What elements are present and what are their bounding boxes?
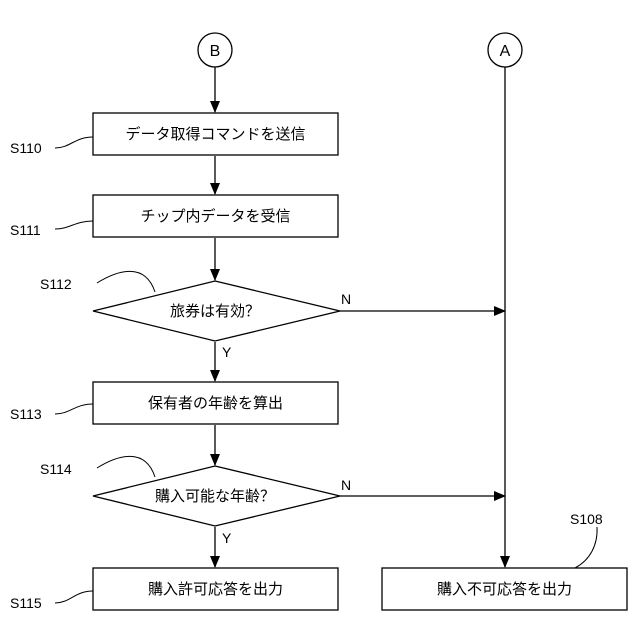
- connector-a-label: A: [500, 43, 511, 60]
- step-s114-text: 購入可能な年齢？: [155, 487, 275, 505]
- step-s112: 旅券は有効？ S112 N Y: [40, 271, 351, 360]
- step-s114-no-label: N: [341, 477, 351, 493]
- step-s110-label: S110: [10, 140, 42, 156]
- step-s115-leader: [55, 591, 93, 603]
- step-s110-text: データ取得コマンドを送信: [125, 125, 305, 143]
- step-s115-label: S115: [10, 595, 42, 611]
- step-s113-leader: [55, 404, 93, 414]
- step-s108-leader: [575, 527, 597, 568]
- step-s114-yes-label: Y: [222, 530, 232, 546]
- step-s114-leader: [97, 456, 155, 477]
- step-s112-leader: [97, 271, 155, 292]
- connector-b: B: [198, 33, 232, 67]
- step-s113-text: 保有者の年齢を算出: [148, 394, 283, 412]
- step-s112-label: S112: [40, 276, 72, 292]
- step-s115-text: 購入許可応答を出力: [148, 580, 283, 598]
- step-s110: データ取得コマンドを送信 S110: [10, 113, 338, 156]
- step-s113-label: S113: [10, 406, 42, 422]
- step-s110-leader: [55, 137, 93, 148]
- step-s111-label: S111: [10, 222, 41, 238]
- step-s114: 購入可能な年齢？ S114 N Y: [40, 456, 351, 546]
- step-s115: 購入許可応答を出力 S115: [10, 568, 338, 611]
- step-s111: チップ内データを受信 S111: [10, 195, 338, 238]
- connector-b-label: B: [210, 43, 221, 60]
- step-s112-no-label: N: [341, 291, 351, 307]
- step-s113: 保有者の年齢を算出 S113: [10, 382, 338, 424]
- step-s112-yes-label: Y: [222, 344, 232, 360]
- step-s114-label: S114: [40, 461, 72, 477]
- connector-a: A: [488, 33, 522, 67]
- step-s111-leader: [55, 221, 93, 229]
- step-s108-text: 購入不可応答を出力: [437, 580, 572, 598]
- step-s111-text: チップ内データを受信: [140, 207, 290, 225]
- step-s112-text: 旅券は有効？: [170, 302, 260, 320]
- step-s108-label: S108: [570, 511, 603, 527]
